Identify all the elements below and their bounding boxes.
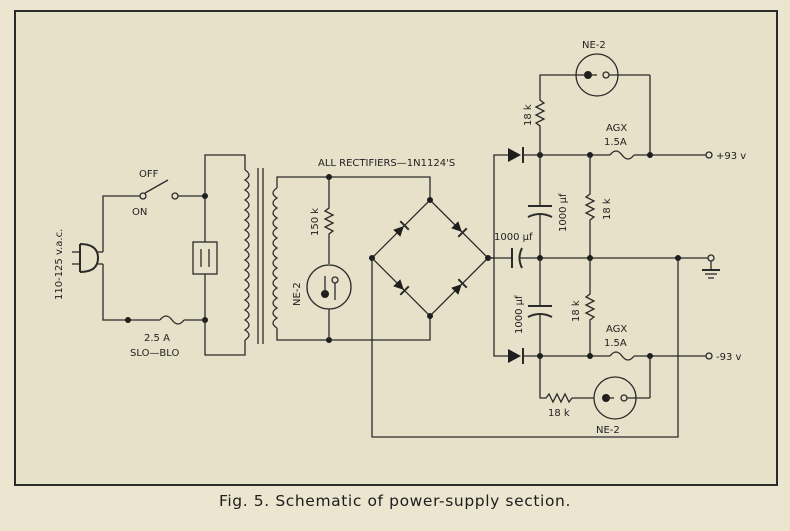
mains-label: 110-125 v.a.c. bbox=[54, 229, 65, 300]
main-fuse-rating: 2.5 A bbox=[144, 333, 170, 344]
top-fuse-rating: 1.5A bbox=[604, 137, 627, 148]
figure-caption: Fig. 5. Schematic of power-supply sectio… bbox=[219, 492, 571, 510]
resistor-150k-label: 150 k bbox=[310, 208, 321, 236]
power-transformer bbox=[243, 168, 279, 344]
switch-on-label: ON bbox=[132, 207, 147, 218]
negative-terminal bbox=[705, 352, 713, 360]
resistor-bottom-18k bbox=[539, 356, 594, 404]
ground-terminal bbox=[707, 254, 715, 262]
main-fuse bbox=[128, 315, 205, 325]
pilot-lamp bbox=[192, 196, 218, 320]
power-switch bbox=[139, 179, 205, 200]
rectifiers-label: ALL RECTIFIERS—1N1124'S bbox=[318, 158, 455, 169]
bottom-fuse bbox=[609, 351, 706, 361]
resistor-150k bbox=[323, 177, 335, 264]
output-positive-label: +93 v bbox=[716, 151, 746, 162]
upper-rectifier-diode bbox=[508, 147, 540, 163]
neon-lamp-left bbox=[306, 264, 352, 340]
lower-filter-capacitor bbox=[527, 258, 553, 356]
mains-plug bbox=[72, 243, 103, 273]
resistor-bottom-label: 18 k bbox=[548, 408, 570, 419]
resistor-lower-label: 18 k bbox=[571, 300, 582, 322]
neon-top-label: NE-2 bbox=[582, 40, 606, 51]
top-fuse bbox=[609, 150, 706, 160]
neon-bottom-label: NE-2 bbox=[596, 425, 620, 436]
switch-off-label: OFF bbox=[139, 169, 159, 180]
neon-lamp-top bbox=[575, 53, 651, 155]
input-wiring bbox=[102, 195, 140, 321]
output-negative-label: -93 v bbox=[716, 352, 742, 363]
coupling-capacitor-label: 1000 µf bbox=[494, 232, 533, 243]
bottom-fuse-rating: 1.5A bbox=[604, 338, 627, 349]
resistor-upper-18k bbox=[584, 155, 596, 258]
lower-rectifier-diode bbox=[508, 348, 540, 364]
neon-left-label: NE-2 bbox=[292, 282, 303, 306]
neon-lamp-bottom bbox=[593, 356, 651, 420]
upper-filter-capacitor bbox=[527, 155, 553, 258]
resistor-lower-18k bbox=[584, 258, 596, 356]
resistor-upper-label: 18 k bbox=[602, 198, 613, 220]
positive-terminal bbox=[705, 151, 713, 159]
coupling-capacitor bbox=[488, 247, 540, 269]
bridge-rectifier bbox=[371, 199, 489, 317]
lower-capacitor-label: 1000 µf bbox=[514, 295, 525, 334]
upper-capacitor-label: 1000 µf bbox=[558, 193, 569, 232]
resistor-top-label: 18 k bbox=[523, 104, 534, 126]
main-fuse-type: SLO—BLO bbox=[130, 348, 180, 359]
ground-symbol-icon bbox=[702, 261, 720, 279]
resistor-top-18k bbox=[534, 74, 575, 155]
schematic-frame bbox=[14, 10, 778, 486]
top-fuse-type: AGX bbox=[606, 123, 627, 134]
bottom-fuse-type: AGX bbox=[606, 324, 627, 335]
